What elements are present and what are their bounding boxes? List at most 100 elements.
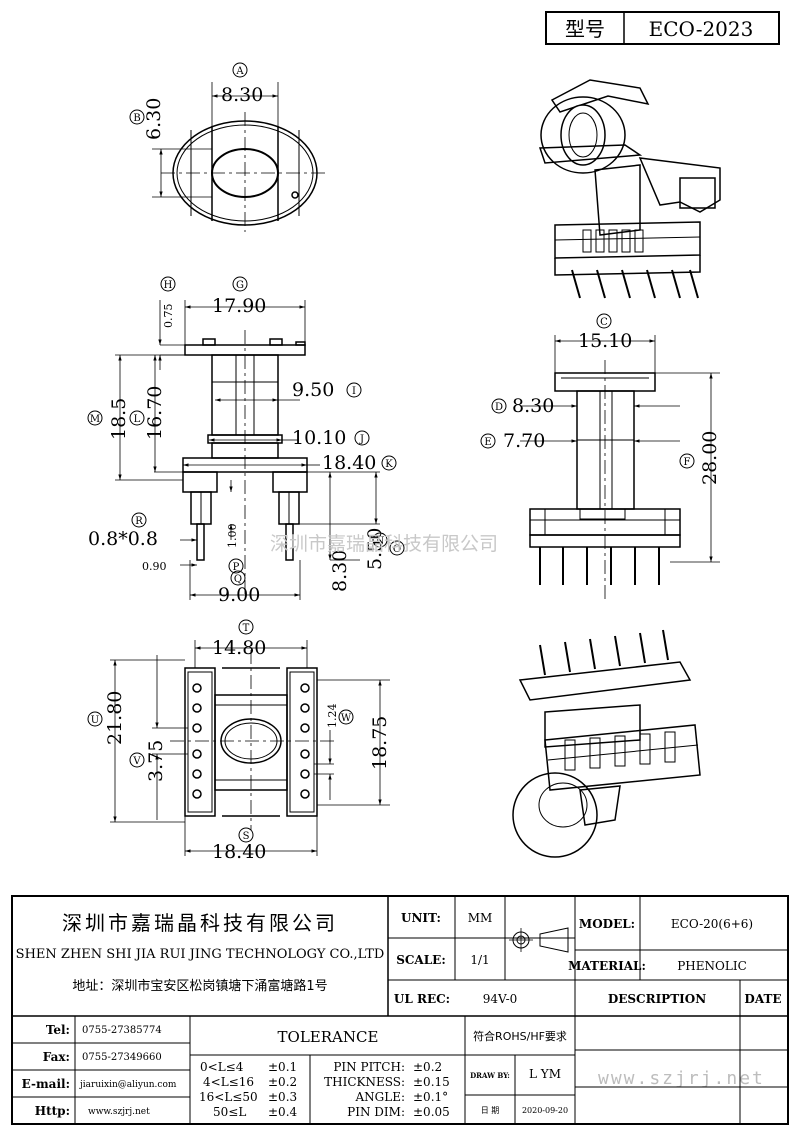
svg-text:R: R xyxy=(135,516,143,527)
svg-text:4<L≤16: 4<L≤16 xyxy=(203,1075,254,1089)
svg-text:H: H xyxy=(164,280,173,291)
fax-value: 0755-27349660 xyxy=(82,1052,162,1063)
svg-text:±0.2: ±0.2 xyxy=(413,1060,442,1074)
description-label: DESCRIPTION xyxy=(608,992,706,1006)
title-block-text: 深圳市嘉瑞晶科技有限公司 SHEN ZHEN SHI JIA RUI JING … xyxy=(16,911,782,1119)
svg-text:T: T xyxy=(243,623,250,634)
dim-O: 8.30 O xyxy=(329,540,405,592)
svg-text:M: M xyxy=(90,414,100,425)
svg-text:D: D xyxy=(495,402,503,413)
dim-C: C 15.10 xyxy=(578,313,632,352)
draw-by-label: DRAW BY: xyxy=(470,1071,510,1080)
svg-text:18.40: 18.40 xyxy=(322,452,376,474)
material-label: MATERIAL: xyxy=(568,959,646,973)
svg-text:50≤L: 50≤L xyxy=(213,1105,246,1119)
svg-text:L: L xyxy=(134,414,141,425)
dim-D: D 8.30 xyxy=(491,395,554,417)
dim-U: U 21.80 xyxy=(87,691,126,745)
material-value: PHENOLIC xyxy=(677,959,747,973)
dim-T: T 14.80 xyxy=(212,619,266,659)
svg-text:3.75: 3.75 xyxy=(145,740,167,782)
svg-text:8.30: 8.30 xyxy=(329,550,351,592)
model-header: 型号 ECO-2023 xyxy=(545,11,780,45)
model-header-label: 型号 xyxy=(565,17,605,41)
unit-value: MM xyxy=(468,911,493,925)
top-view xyxy=(152,82,328,232)
svg-text:18.40: 18.40 xyxy=(212,841,266,863)
svg-text:±0.2: ±0.2 xyxy=(268,1075,297,1089)
svg-text:6.30: 6.30 xyxy=(143,98,165,140)
svg-text:0<L≤4: 0<L≤4 xyxy=(200,1060,244,1074)
dim-J: 10.10 J xyxy=(292,427,370,449)
svg-text:U: U xyxy=(91,715,99,726)
svg-text:9.00: 9.00 xyxy=(218,584,260,606)
http-label: Http: xyxy=(35,1104,70,1118)
svg-text:28.00: 28.00 xyxy=(699,431,721,485)
unit-label: UNIT: xyxy=(401,911,441,925)
dim-N: 5.50 N xyxy=(364,528,388,570)
tel-value: 0755-27385774 xyxy=(82,1025,162,1036)
svg-text:V: V xyxy=(132,756,141,767)
company-name-cn: 深圳市嘉瑞晶科技有限公司 xyxy=(62,911,338,935)
svg-text:0.8*0.8: 0.8*0.8 xyxy=(88,528,158,550)
dim-pitch-small: 1.24 xyxy=(326,704,339,729)
ul-label: UL REC: xyxy=(394,992,450,1006)
watermark-site: www.szjrj.net xyxy=(598,1068,765,1089)
svg-text:O: O xyxy=(393,544,401,555)
dim-S: S 18.40 xyxy=(212,827,266,863)
ul-value: 94V-0 xyxy=(483,992,518,1006)
svg-text:1.00: 1.00 xyxy=(226,524,239,549)
date-value: 2020-09-20 xyxy=(522,1106,568,1115)
svg-text:1.24: 1.24 xyxy=(326,704,339,729)
svg-text:±0.1°: ±0.1° xyxy=(413,1090,448,1104)
company-name-en: SHEN ZHEN SHI JIA RUI JING TECHNOLOGY CO… xyxy=(16,947,385,962)
fax-label: Fax: xyxy=(43,1050,70,1064)
company-address: 地址：深圳市宝安区松岗镇塘下涌富塘路1号 xyxy=(72,978,327,994)
dim-R: R 0.8*0.8 xyxy=(88,512,158,550)
svg-text:±0.1: ±0.1 xyxy=(268,1060,297,1074)
isometric-view-bottom xyxy=(512,629,701,858)
svg-text:±0.15: ±0.15 xyxy=(413,1075,450,1089)
svg-text:7.70: 7.70 xyxy=(503,430,545,452)
svg-text:±0.4: ±0.4 xyxy=(268,1105,298,1119)
svg-text:10.10: 10.10 xyxy=(292,427,346,449)
svg-text:±0.3: ±0.3 xyxy=(268,1090,297,1104)
email-label: E-mail: xyxy=(22,1077,70,1091)
svg-text:16<L≤50: 16<L≤50 xyxy=(199,1090,258,1104)
dim-A: A 8.30 xyxy=(221,62,263,106)
dim-I: 9.50 I xyxy=(292,379,362,401)
date-label: DATE xyxy=(744,992,781,1006)
draw-by-value: L YM xyxy=(529,1067,561,1081)
svg-text:E: E xyxy=(484,437,491,448)
dim-B: B 6.30 xyxy=(129,98,165,140)
svg-text:PIN PITCH:: PIN PITCH: xyxy=(333,1060,405,1074)
date-cn-label: 日 期 xyxy=(481,1106,500,1115)
svg-text:17.90: 17.90 xyxy=(212,295,266,317)
svg-text:K: K xyxy=(385,459,393,470)
tolerance-label: TOLERANCE xyxy=(278,1028,379,1046)
svg-text:8.30: 8.30 xyxy=(512,395,554,417)
svg-text:F: F xyxy=(684,457,691,468)
svg-text:B: B xyxy=(133,113,140,124)
scale-value: 1/1 xyxy=(470,953,489,967)
model-value: ECO-20(6+6) xyxy=(671,917,753,931)
dim-V: V 3.75 xyxy=(129,740,167,782)
svg-text:0.75: 0.75 xyxy=(162,304,175,329)
isometric-view-top xyxy=(538,79,721,299)
svg-text:Q: Q xyxy=(234,574,242,585)
dim-G: G 17.90 xyxy=(212,276,266,317)
email-value: jiaruixin@aliyun.com xyxy=(79,1080,177,1090)
svg-text:9.50: 9.50 xyxy=(292,379,334,401)
svg-text:8.30: 8.30 xyxy=(221,84,263,106)
svg-text:±0.05: ±0.05 xyxy=(413,1105,450,1119)
model-header-value: ECO-2023 xyxy=(649,17,754,41)
svg-text:S: S xyxy=(243,831,250,842)
svg-text:18.75: 18.75 xyxy=(369,716,391,770)
dim-Q: Q 9.00 xyxy=(218,570,260,606)
svg-text:THICKNESS:: THICKNESS: xyxy=(324,1075,405,1089)
svg-text:16.70: 16.70 xyxy=(144,386,166,440)
dim-E: E 7.70 xyxy=(480,430,545,452)
title-block xyxy=(11,895,789,1125)
watermark-company: 深圳市嘉瑞晶科技有限公司 xyxy=(270,533,498,555)
